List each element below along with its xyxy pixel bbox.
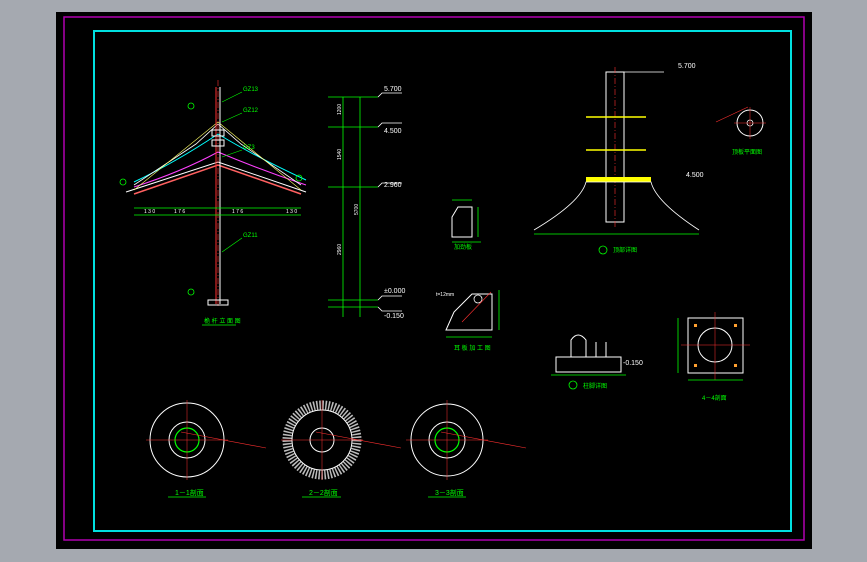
svg-text:5700: 5700 bbox=[354, 204, 360, 215]
svg-text:1540: 1540 bbox=[337, 149, 343, 160]
top-plan: 顶板平面图 bbox=[715, 106, 766, 156]
stiffener-plate: 加劲板 bbox=[451, 199, 481, 251]
section-2: 2－2剖面 bbox=[281, 400, 402, 498]
base-detail: -0.150 柱脚详图 bbox=[551, 334, 643, 390]
svg-text:1 3 0: 1 3 0 bbox=[286, 209, 297, 215]
section-3-caption: 3－3剖面 bbox=[435, 488, 464, 497]
base-level: -0.150 bbox=[623, 360, 643, 367]
plate-a-caption: 加劲板 bbox=[454, 243, 472, 251]
outer-frame bbox=[63, 16, 805, 541]
top-level-1: 5.700 bbox=[678, 63, 696, 70]
top-plan-caption: 顶板平面图 bbox=[732, 148, 762, 156]
plan-44: 4－4剖面 bbox=[677, 312, 750, 402]
elev-level-1: 5.700 bbox=[384, 86, 402, 93]
svg-text:1200: 1200 bbox=[337, 104, 343, 115]
svg-text:2960: 2960 bbox=[337, 244, 343, 255]
top-level-2: 4.500 bbox=[686, 172, 704, 179]
elev-level-3: 2.960 bbox=[384, 182, 402, 189]
plan-44-caption: 4－4剖面 bbox=[702, 394, 727, 402]
svg-text:1 3 0: 1 3 0 bbox=[144, 209, 155, 215]
mast-label-4: GZ11 bbox=[243, 233, 258, 239]
top-detail-caption: 顶部详图 bbox=[613, 246, 637, 254]
elev-level-5: -0.150 bbox=[384, 313, 404, 320]
cad-drawing: 1 3 0 1 7 6 1 7 6 1 3 0 GZ13 GZ12 GZ3 GZ11… bbox=[63, 16, 805, 541]
section-3: 3－3剖面 bbox=[406, 400, 527, 498]
mast-elevation: 1 3 0 1 7 6 1 7 6 1 3 0 GZ13 GZ12 GZ3 GZ11… bbox=[119, 80, 307, 326]
plate-b-dim: t=12mm bbox=[436, 292, 454, 298]
mast-caption: 桅 杆 立 面 图 bbox=[204, 317, 241, 325]
elev-level-4: ±0.000 bbox=[384, 288, 405, 295]
svg-text:1 7 6: 1 7 6 bbox=[232, 209, 243, 215]
elevation-column: 1200 1540 2960 5700 5.700 4.500 2.960 ±0… bbox=[328, 86, 405, 320]
section-2-caption: 2－2剖面 bbox=[309, 488, 338, 497]
svg-text:1 7 6: 1 7 6 bbox=[174, 209, 185, 215]
top-detail: 5.700 4.500 顶部详图 bbox=[533, 63, 704, 255]
plate-b-caption: 耳 板 加 工 图 bbox=[454, 344, 491, 352]
section-1-caption: 1－1剖面 bbox=[175, 488, 204, 497]
base-caption: 柱脚详图 bbox=[583, 382, 607, 390]
mast-label-3: GZ3 bbox=[243, 145, 255, 151]
elev-level-2: 4.500 bbox=[384, 128, 402, 135]
inner-frame bbox=[93, 30, 792, 532]
mast-label-2: GZ12 bbox=[243, 108, 259, 114]
ear-plate: t=12mm 耳 板 加 工 图 bbox=[436, 290, 500, 352]
drawing-canvas: 1 3 0 1 7 6 1 7 6 1 3 0 GZ13 GZ12 GZ3 GZ11… bbox=[56, 12, 812, 549]
section-1: 1－1剖面 bbox=[146, 400, 267, 498]
mast-label-1: GZ13 bbox=[243, 87, 259, 93]
